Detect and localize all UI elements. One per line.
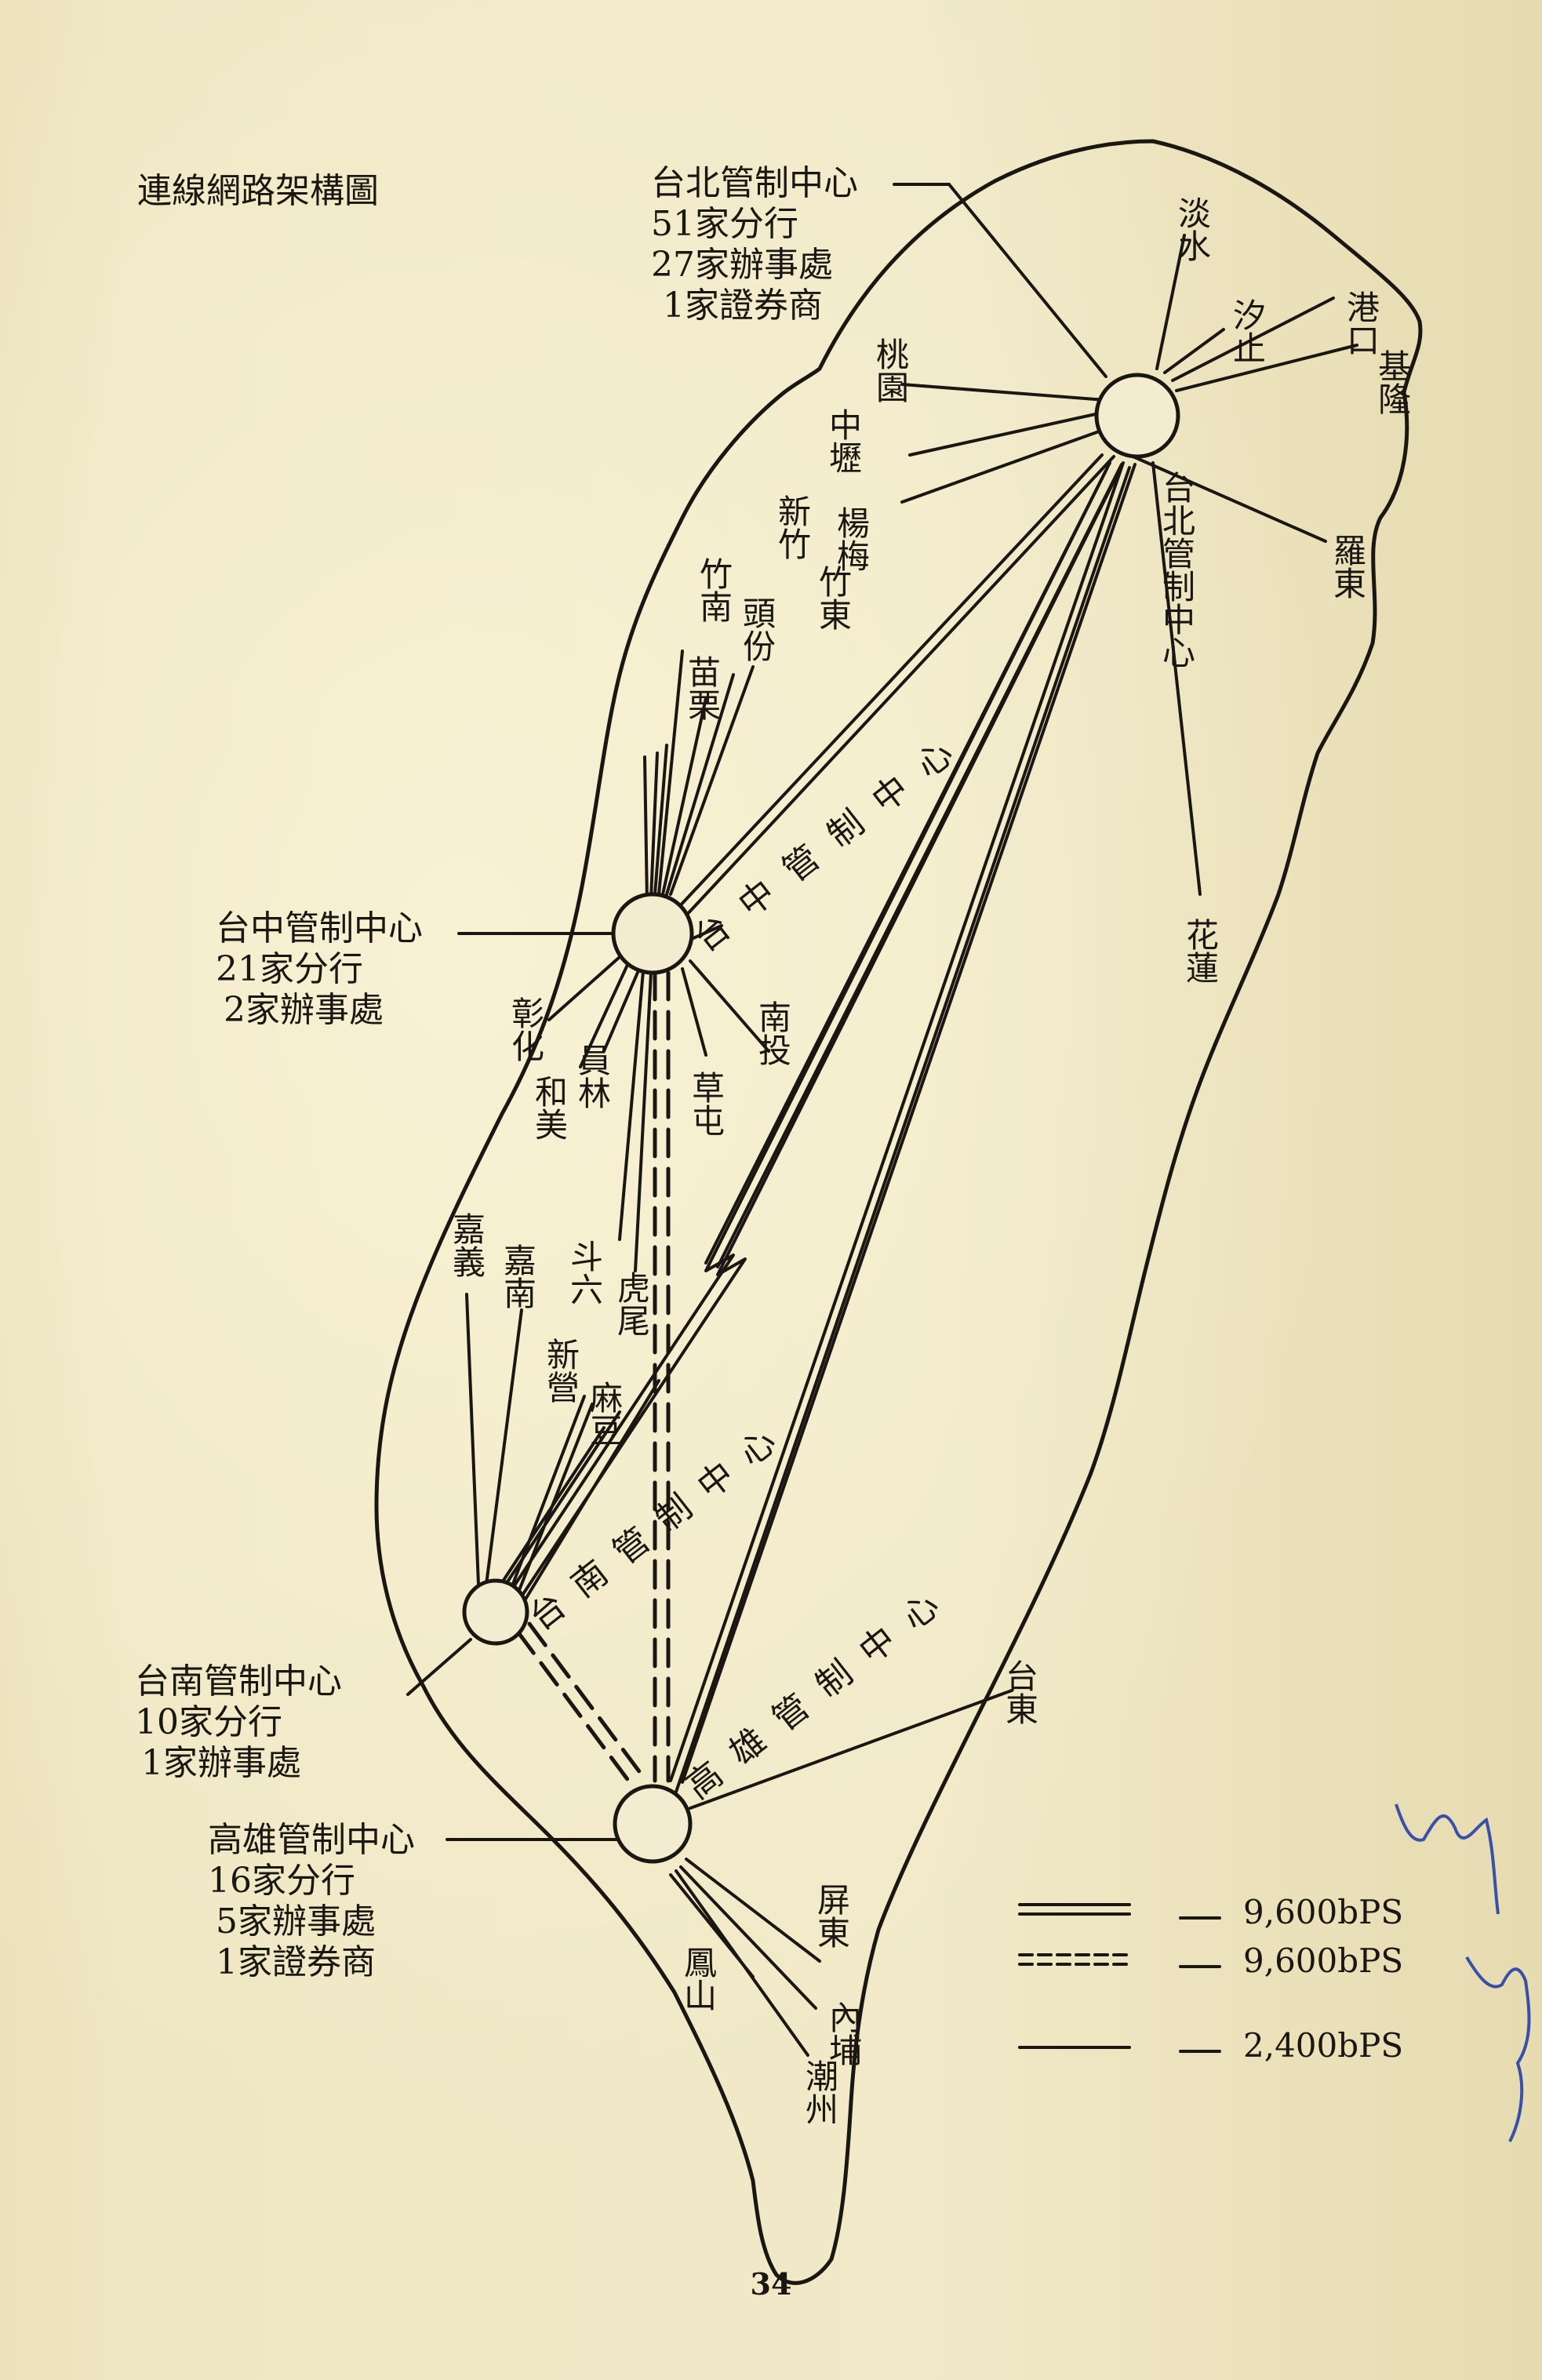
svg-text:高雄管制中心: 高雄管制中心 [208,1820,415,1860]
label-caotun: 草屯 [687,1071,726,1137]
label-chiayi: 嘉義 [448,1212,486,1278]
label-zhongli: 中壢 [824,408,863,474]
svg-text:27家辦事處: 27家辦事處 [651,245,833,285]
dashed-links [515,970,671,1787]
handwritten-signature [1395,1803,1531,2142]
place-labels: 淡水 汐止 港口 基隆 桃園 中壢 楊梅 新竹 竹東 竹南 頭份 苗栗 台北管制… [448,196,1412,2125]
label-xinying: 新營 [542,1337,580,1403]
label-douliu: 斗六 [566,1239,604,1305]
label-yuanlin: 員林 [573,1043,612,1109]
label-taipei-center: 台北管制中心 [1158,471,1196,668]
svg-text:1家證券商: 1家證券商 [216,1942,376,1982]
legend-single-label: 2,400bPS [1243,2026,1403,2065]
label-toufen: 頭份 [738,596,776,662]
label-hualien: 花蓮 [1181,918,1220,984]
taichung-spokes [457,650,770,1272]
label-danshui: 淡水 [1173,196,1212,262]
svg-text:台南管制中心: 台南管制中心 [135,1661,342,1701]
svg-text:10家分行: 10家分行 [135,1702,282,1742]
taipei-node[interactable] [1094,373,1180,459]
taichung-node[interactable] [611,892,694,975]
label-hsinchu: 新竹 [773,494,812,560]
svg-text:51家分行: 51家分行 [651,204,798,244]
label-zhudong: 竹東 [814,565,853,631]
label-luodong: 羅東 [1329,533,1367,599]
label-hemei: 和美 [530,1075,569,1141]
tainan-node[interactable] [462,1578,529,1646]
kaohsiung-info: 高雄管制中心 16家分行 5家辦事處 1家證券商 [208,1820,415,1982]
svg-text:1家辦事處: 1家辦事處 [141,1743,301,1783]
svg-text:1家證券商: 1家證券商 [663,286,823,326]
svg-text:16家分行: 16家分行 [208,1861,355,1901]
label-taitung: 台東 [1001,1659,1039,1725]
label-madou: 麻豆 [585,1381,624,1447]
kaohsiung-spokes [446,1689,1013,2057]
lightning-link [508,469,1119,1598]
label-chaozhou: 潮州 [801,2059,839,2125]
legend-single [1018,2046,1221,2053]
page-title: 連線網路架構圖 [137,171,379,211]
svg-text:5家辦事處: 5家辦事處 [216,1901,376,1941]
label-kaohsiung-center: 高雄管制中心 [678,1573,962,1807]
tainan-spokes [406,1293,660,1696]
svg-text:台中管制中心: 台中管制中心 [216,908,423,948]
label-keelung: 基隆 [1373,349,1412,415]
svg-text:2家辦事處: 2家辦事處 [224,990,384,1030]
svg-text:台北管制中心: 台北管制中心 [651,163,858,203]
label-taoyuan: 桃園 [871,337,910,403]
svg-text:21家分行: 21家分行 [216,949,363,989]
taiwan-outline [374,139,1423,2285]
label-yangmei: 楊梅 [832,506,871,572]
label-jianan: 嘉南 [499,1243,537,1309]
legend-dashed-label: 9,600bPS [1243,1941,1403,1980]
label-changhua: 彰化 [507,996,545,1062]
page-number: 34 [751,2266,792,2302]
legend-double [1018,1903,1221,1920]
label-fengshan: 鳳山 [679,1945,718,2011]
taipei-info: 台北管制中心 51家分行 27家辦事處 1家證券商 [651,163,858,326]
label-xizhi: 汐止 [1228,298,1267,364]
label-nantou: 南投 [754,1000,792,1066]
label-miaoli: 苗栗 [683,655,722,721]
kaohsiung-node[interactable] [613,1784,693,1864]
legend-double-label: 9,600bPS [1243,1893,1403,1931]
label-neipu: 內埔 [824,2000,863,2066]
legend-dashed [1018,1953,1131,1966]
legend: 9,600bPS 9,600bPS 2,400bPS [1018,1893,1403,2065]
taichung-info: 台中管制中心 21家分行 2家辦事處 [216,908,423,1030]
label-zhunan: 竹南 [695,557,733,623]
taipei-spokes [893,183,1358,896]
label-keelung-port: 港口 [1342,290,1380,356]
tainan-info: 台南管制中心 10家分行 1家辦事處 [135,1661,342,1783]
label-pingtung: 屏東 [813,1883,851,1949]
label-huwei: 虎尾 [613,1271,651,1337]
